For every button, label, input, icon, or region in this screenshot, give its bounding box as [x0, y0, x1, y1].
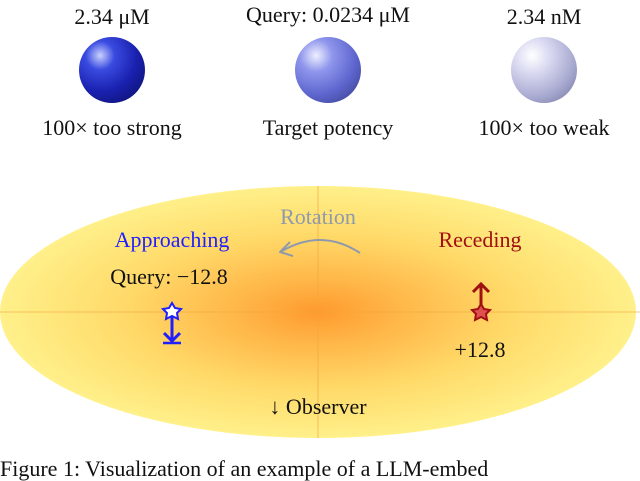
rotation-disk-diagram — [0, 186, 640, 438]
query-value-label: Query: −12.8 — [110, 264, 228, 289]
target-concentration-label: Query: 0.0234 μM — [246, 2, 410, 27]
receding-star-marker — [469, 281, 493, 322]
target-description-label: Target potency — [262, 115, 394, 140]
weak-concentration-label: 2.34 nM — [506, 4, 582, 29]
weak-potency-sphere — [511, 37, 577, 103]
weak-description-label: 100× too weak — [478, 115, 610, 140]
strong-description-label: 100× too strong — [42, 115, 182, 140]
observer-label: ↓ Observer — [269, 394, 367, 419]
figure-caption: Figure 1: Visualization of an example of… — [0, 456, 489, 481]
strong-potency-sphere — [79, 37, 145, 103]
approaching-star-marker — [160, 301, 184, 345]
strong-concentration-label: 2.34 μM — [74, 4, 150, 29]
rotation-label: Rotation — [280, 204, 356, 229]
receding-value-label: +12.8 — [454, 337, 506, 362]
rotation-arrow-head — [279, 241, 294, 257]
approaching-label: Approaching — [114, 227, 230, 252]
receding-label: Receding — [438, 227, 522, 252]
rotation-arrow — [281, 239, 361, 254]
target-potency-sphere — [295, 37, 361, 103]
